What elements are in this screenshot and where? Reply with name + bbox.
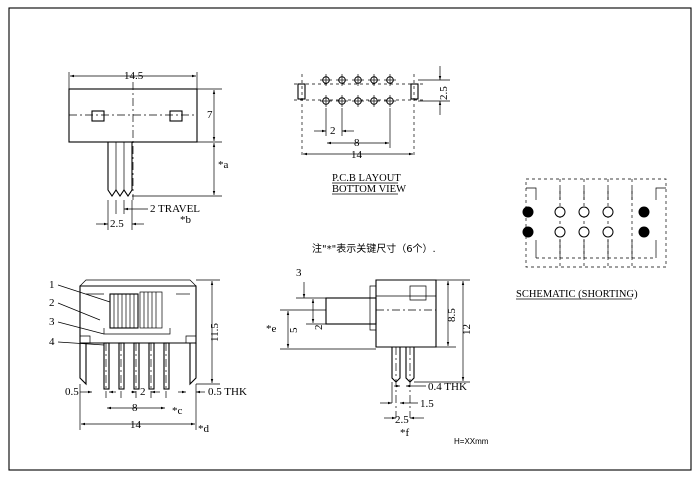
front-view-span: 8 bbox=[132, 402, 138, 414]
front-view-star-c: *c bbox=[172, 405, 183, 417]
side-view-knob-height: 2 bbox=[313, 325, 325, 331]
front-view-star-d: *d bbox=[198, 423, 210, 435]
side-view-star-e: *e bbox=[266, 323, 277, 335]
pcb-height-label: 2.5 bbox=[438, 86, 450, 100]
top-view: 14.5 7 *a 2 TRAVEL *b 2.5 bbox=[68, 70, 229, 230]
pcb-title-line1: P.C.B LAYOUT bbox=[332, 173, 401, 184]
schematic-frame bbox=[525, 178, 667, 268]
side-view-height-a: 8.5 bbox=[446, 308, 458, 322]
side-view-star-f: *f bbox=[400, 427, 410, 439]
front-view-actuator bbox=[109, 293, 139, 329]
callout-1: 1 bbox=[49, 279, 55, 291]
front-view-thk: 0.5 THK bbox=[208, 386, 247, 398]
top-view-travel: 2 TRAVEL bbox=[150, 203, 200, 215]
unit-note: H=XXmm bbox=[454, 437, 489, 446]
top-view-height-label: 7 bbox=[207, 109, 213, 121]
front-view-height-label: 11.5 bbox=[209, 323, 221, 342]
side-view-pitch: 2.5 bbox=[395, 414, 409, 426]
front-view: 1 2 3 4 11.5 0.5 2 0.5 THK 8 *c 14 *d bbox=[49, 279, 247, 435]
pcb-title-line2: BOTTOM VIEW bbox=[332, 184, 406, 195]
side-view-e-value: 5 bbox=[288, 327, 300, 333]
sheet-border bbox=[8, 7, 692, 471]
front-view-left-pin: 0.5 bbox=[65, 386, 79, 398]
pcb-pitch-label: 2 bbox=[330, 125, 336, 137]
side-view-pin-width: 1.5 bbox=[420, 398, 434, 410]
top-view-actuator bbox=[107, 142, 133, 197]
key-dimension-note: 注"*"表示关键尺寸（6个）. bbox=[312, 242, 436, 255]
pcb-span-label: 8 bbox=[354, 137, 360, 149]
top-view-slot-right bbox=[169, 110, 183, 122]
side-view-knob-label: 3 bbox=[296, 267, 302, 279]
pcb-slot-right bbox=[410, 83, 419, 100]
top-view-slot-left bbox=[91, 110, 105, 122]
pcb-layout: 2.5 2 8 14 P.C.B LAYOUT BOTTOM VIEW bbox=[294, 66, 450, 195]
front-view-pitch: 2 bbox=[140, 386, 146, 398]
top-view-width-label: 14.5 bbox=[124, 70, 144, 82]
top-view-pitch: 2.5 bbox=[110, 218, 124, 230]
pcb-slot-left bbox=[297, 83, 306, 100]
side-view-body bbox=[375, 279, 437, 348]
pcb-holes bbox=[320, 74, 396, 107]
schematic: SCHEMATIC (SHORTING) bbox=[516, 178, 667, 300]
side-view: 3 *e 5 2 8.5 12 0.4 THK 1.5 2.5 *f H=XXm bbox=[266, 267, 489, 446]
callout-4: 4 bbox=[49, 336, 55, 348]
side-view-height-b: 12 bbox=[461, 324, 473, 335]
callout-3: 3 bbox=[49, 316, 55, 328]
side-view-knob bbox=[325, 297, 377, 325]
side-view-thk: 0.4 THK bbox=[428, 381, 467, 393]
callout-2: 2 bbox=[49, 297, 55, 309]
schematic-title: SCHEMATIC (SHORTING) bbox=[516, 289, 638, 300]
front-view-total: 14 bbox=[130, 419, 142, 431]
pcb-total-label: 14 bbox=[351, 149, 363, 161]
top-view-star-a: *a bbox=[218, 159, 229, 171]
top-view-star-b: *b bbox=[180, 214, 192, 226]
front-view-pins bbox=[79, 342, 197, 398]
